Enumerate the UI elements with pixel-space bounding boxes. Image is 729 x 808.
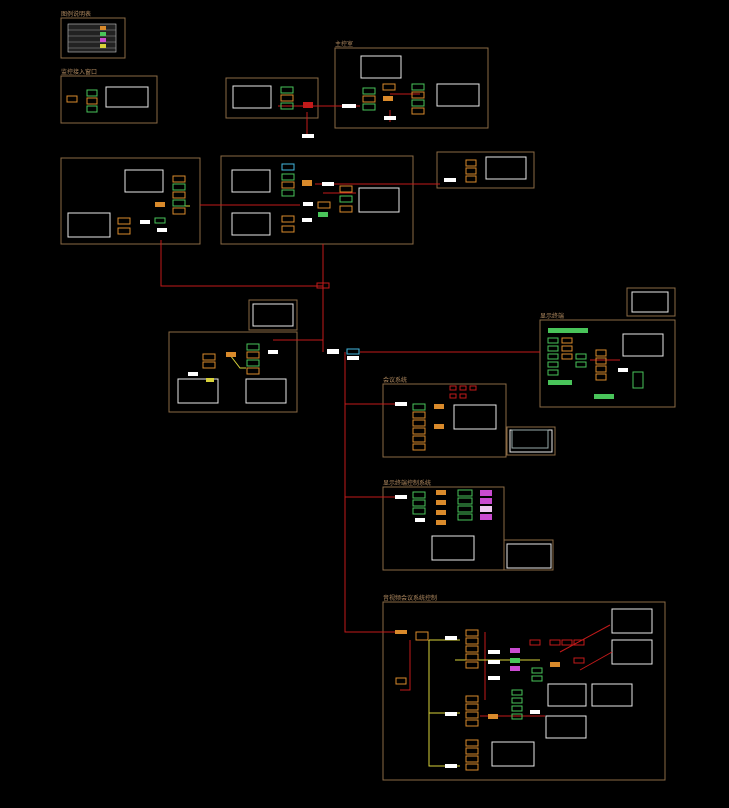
legend-frame [60, 17, 126, 59]
yellow-wiring [182, 205, 540, 767]
group-top-center [225, 77, 319, 119]
group-right-small [626, 287, 676, 317]
group-mid-b [382, 486, 505, 571]
red-wiring [160, 93, 620, 717]
group-small-top [248, 299, 298, 331]
legend-table [67, 23, 117, 53]
node-stacks [66, 83, 644, 771]
group-left-mid [168, 331, 298, 413]
group-center-control [220, 155, 414, 245]
group-mid-b-side [503, 539, 554, 571]
group-top-left [60, 75, 158, 124]
bottom-title: 音视频会议系统控制 [383, 594, 437, 602]
group-mid-a [382, 383, 507, 458]
group-mid-a-side [506, 426, 556, 456]
legend-title: 图例说明表 [61, 10, 91, 18]
group-right-display [436, 151, 535, 189]
mid-b-title: 显示终端控制系统 [383, 479, 431, 487]
mid-a-title: 会议系统 [383, 376, 407, 384]
group-bottom [382, 601, 666, 781]
group-main-screen [334, 47, 489, 129]
right-screen-title: 显示终端 [540, 312, 564, 320]
top-left-title: 监控接入窗口 [61, 68, 97, 76]
group-right-panel [539, 319, 676, 408]
main-screen-title: 主控室 [335, 40, 353, 48]
screen-set [67, 55, 669, 767]
group-left-control [60, 157, 201, 245]
